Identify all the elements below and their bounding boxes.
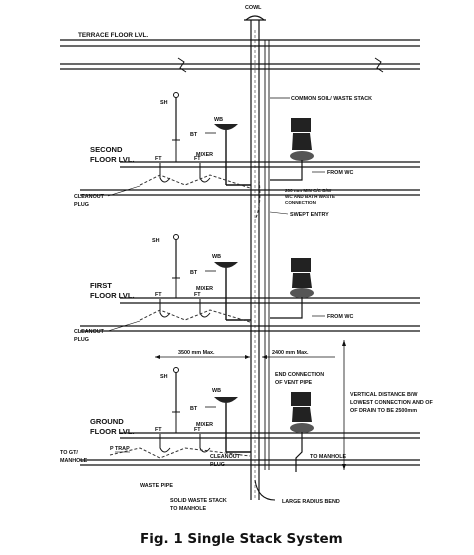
- gf-sh-label: SH: [160, 374, 168, 380]
- gf-bt-label: BT: [190, 406, 198, 412]
- note-200-1: 200 mm MIN C/C B/W: [285, 188, 332, 193]
- to-manhole-label: TO MANHOLE: [310, 454, 347, 460]
- terrace-label: TERRACE FLOOR LVL.: [78, 32, 148, 39]
- figure-caption: Fig. 1 Single Stack System: [140, 531, 343, 547]
- to-gt-1: TO GT/: [60, 450, 78, 456]
- ff-cleanout-2: PLUG: [74, 337, 89, 343]
- sf-ft1-label: FT: [155, 156, 162, 162]
- dimension-lines: [155, 340, 346, 470]
- large-bend-label: LARGE RADIUS BEND: [282, 499, 340, 505]
- end-conn-1: END CONNECTION: [275, 372, 324, 378]
- terrace-slab: [60, 39, 420, 73]
- ff-ft1-label: FT: [155, 292, 162, 298]
- gf-ft2-label: FT: [194, 427, 201, 433]
- ff-wb-label: WB: [212, 254, 221, 260]
- ff-mixer-label: MIXER: [196, 286, 213, 292]
- to-gt-2: MANHOLE: [60, 458, 88, 464]
- vert-note-3: OF DRAIN TO BE 2500mm: [350, 408, 417, 414]
- swept-entry-label: SWEPT ENTRY: [290, 212, 329, 218]
- gf-cleanout-2: PLUG: [210, 462, 225, 468]
- ff-bt-label: BT: [190, 270, 198, 276]
- first-floor: [80, 234, 420, 332]
- note-200-3: CONNECTION: [285, 200, 317, 205]
- sf-cleanout-1: CLEANOUT: [74, 194, 105, 200]
- gf-cleanout-1: CLEANOUT: [210, 454, 241, 460]
- dim-3500-label: 3500 mm Max.: [178, 350, 215, 356]
- ff-floor-label-2: FLOOR LVL.: [90, 291, 135, 300]
- solid-stack-1: SOLID WASTE STACK: [170, 498, 227, 504]
- ground-floor: [80, 367, 420, 501]
- end-conn-2: OF VENT PIPE: [275, 380, 313, 386]
- vert-note-2: LOWEST CONNECTION AND OF: [350, 400, 433, 406]
- ff-ft2-label: FT: [194, 292, 201, 298]
- dim-2400-label: 2400 mm Max.: [272, 350, 309, 356]
- stack-label: COMMON SOIL/ WASTE STACK: [291, 96, 372, 102]
- sf-floor-label-2: FLOOR LVL.: [90, 155, 135, 164]
- p-trap-label: P TRAP: [110, 446, 130, 452]
- gf-wb-label: WB: [212, 388, 221, 394]
- ff-floor-label-1: FIRST: [90, 281, 112, 290]
- sf-cleanout-2: PLUG: [74, 202, 89, 208]
- sf-bt-label: BT: [190, 132, 198, 138]
- gf-ft1-label: FT: [155, 427, 162, 433]
- ff-cleanout-1: CLEANOUT: [74, 329, 105, 335]
- second-floor: [80, 92, 420, 221]
- vent-pipe: [264, 40, 270, 470]
- ff-from-wc: FROM WC: [327, 314, 353, 320]
- sf-sh-label: SH: [160, 100, 168, 106]
- note-200-2: WC AND BATH WASTE: [285, 194, 335, 199]
- cowl-label: COWL: [245, 5, 262, 11]
- vert-note-1: VERTICAL DISTANCE B/W: [350, 392, 418, 398]
- common-stack: [250, 20, 260, 500]
- sf-ft2-label: FT: [194, 156, 201, 162]
- sf-from-wc: FROM WC: [327, 170, 353, 176]
- waste-pipe-label: WASTE PIPE: [140, 483, 173, 489]
- sf-mixer-label: MIXER: [196, 152, 213, 158]
- sf-floor-label-1: SECOND: [90, 145, 123, 154]
- gf-mixer-label: MIXER: [196, 422, 213, 428]
- solid-stack-2: TO MANHOLE: [170, 506, 207, 512]
- ff-sh-label: SH: [152, 238, 160, 244]
- gf-floor-label-1: GROUND: [90, 417, 124, 426]
- cowl-icon: [244, 15, 266, 21]
- gf-floor-label-2: FLOOR LVL.: [90, 427, 135, 436]
- sf-wb-label: WB: [214, 117, 223, 123]
